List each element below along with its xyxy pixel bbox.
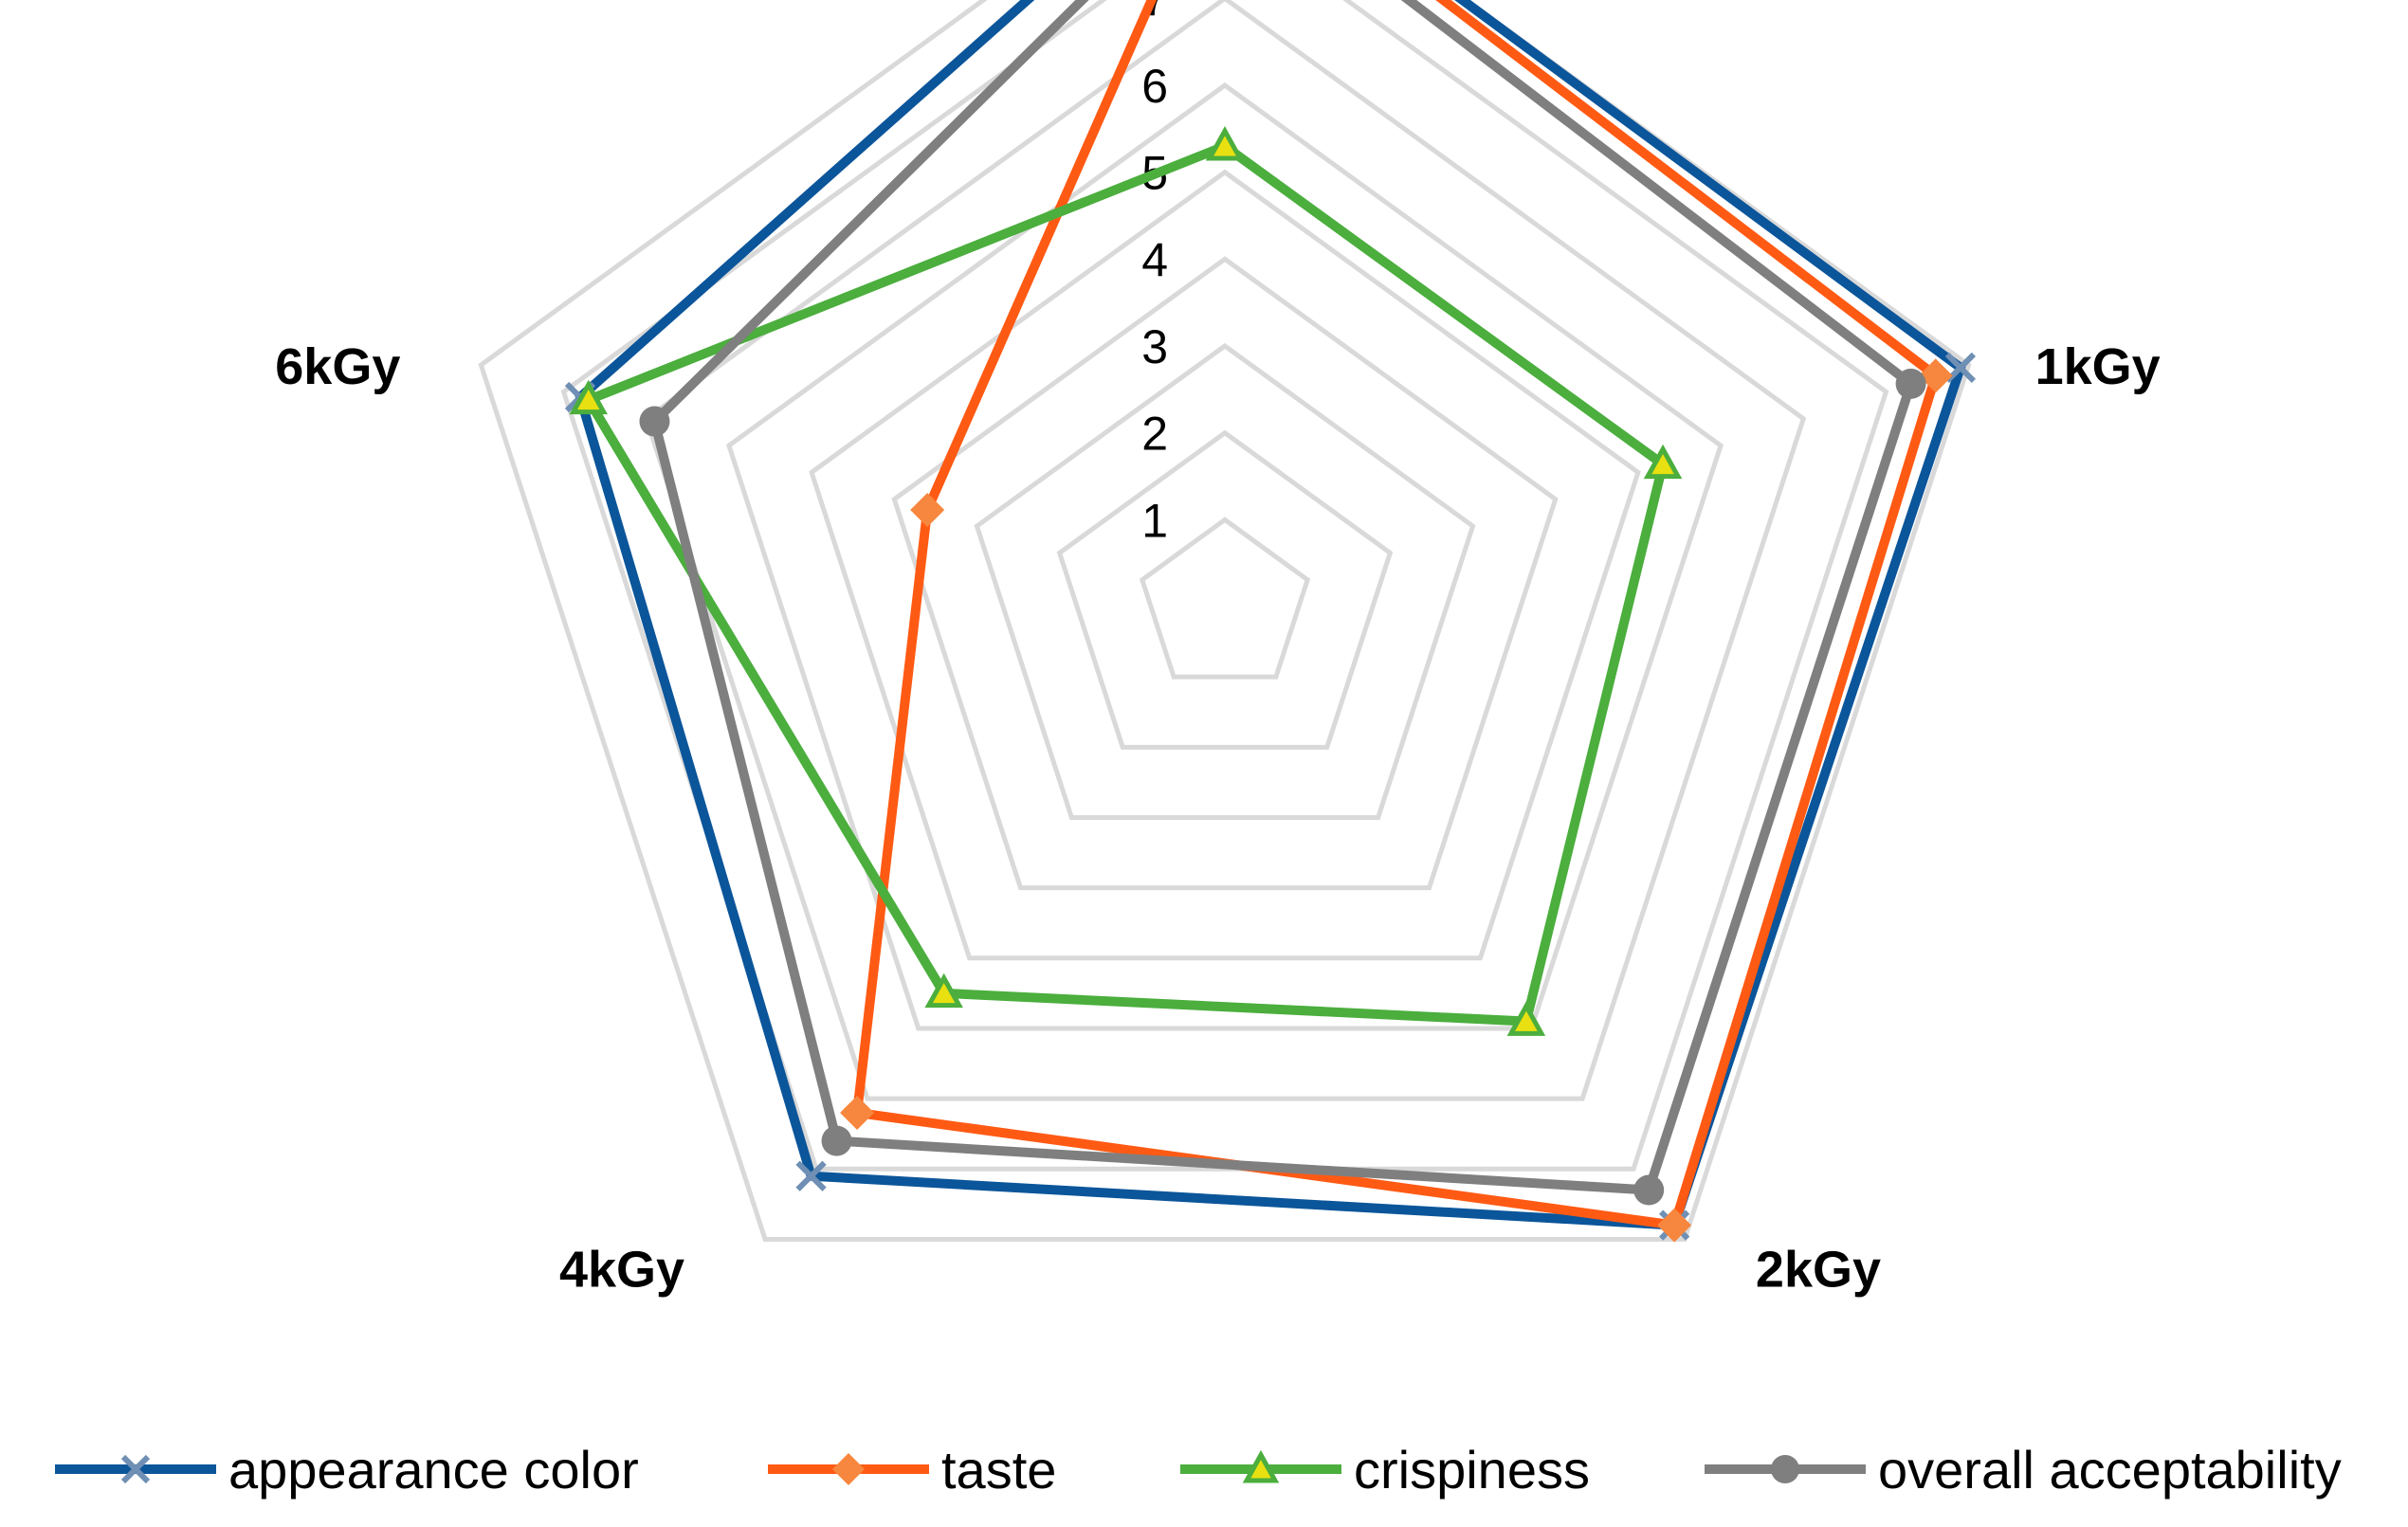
legend-item-appearance-color: appearance color	[55, 1440, 639, 1500]
marker-taste-1kGy	[1918, 358, 1953, 393]
grid-ring-7	[643, 0, 1807, 1101]
marker-appearance-color-4kGy	[795, 1160, 827, 1191]
marker-crispiness-4kGy	[924, 973, 963, 1009]
legend-label-overall-acceptability: overall acceptability	[1878, 1440, 2342, 1500]
legend-marker-crispiness	[1242, 1449, 1280, 1483]
legend-marker-appearance-color	[120, 1454, 151, 1484]
marker-crispiness-1kGy	[1643, 444, 1683, 480]
series-line-taste	[851, 0, 1942, 1231]
marker-overall-acceptability-1kGy	[1895, 368, 1926, 399]
legend-marker-taste	[832, 1453, 865, 1485]
legend-marker-overall-acceptability	[1771, 1455, 1799, 1483]
legend-item-taste: taste	[768, 1440, 1056, 1500]
series-lines	[575, 0, 1966, 1231]
series-line-appearance-color	[575, 0, 1966, 1230]
tick-label-2: 2	[1141, 408, 1168, 461]
grid-ring-9	[478, 0, 1972, 1242]
tick-label-4: 4	[1141, 233, 1168, 286]
marker-crispiness-Blank	[1205, 126, 1245, 161]
tick-label-6: 6	[1141, 60, 1168, 113]
legend-label-taste: taste	[941, 1440, 1056, 1500]
grid-ring-5	[809, 169, 1641, 961]
marker-crispiness-2kGy	[1506, 1001, 1546, 1036]
grid-ring-8	[560, 0, 1889, 1172]
tick-label-3: 3	[1141, 320, 1168, 373]
grid-rings	[478, 0, 1972, 1242]
marker-taste-4kGy	[840, 1095, 875, 1130]
category-label-2kgy: 2kGy	[1756, 1241, 1881, 1298]
marker-overall-acceptability-4kGy	[821, 1125, 852, 1156]
marker-overall-acceptability-2kGy	[1633, 1174, 1665, 1206]
marker-taste-2kGy	[1657, 1208, 1692, 1243]
marker-taste-6kGy	[910, 493, 945, 528]
grid-ring-6	[725, 82, 1724, 1031]
grid-ring-2	[1056, 429, 1394, 750]
legend-item-overall-acceptability: overall acceptability	[1705, 1440, 2342, 1500]
category-label-4kgy: 4kGy	[559, 1241, 684, 1298]
marker-overall-acceptability-6kGy	[639, 406, 670, 437]
legend-label-crispiness: crispiness	[1354, 1440, 1590, 1500]
grid-ring-1	[1139, 517, 1311, 680]
category-label-1kgy: 1kGy	[2035, 338, 2161, 395]
category-label-6kgy: 6kGy	[275, 338, 400, 395]
legend: appearance color taste crispiness overall a…	[55, 1440, 2342, 1500]
series-line-overall-acceptability	[648, 0, 1917, 1195]
legend-label-appearance-color: appearance color	[228, 1440, 639, 1500]
legend-item-crispiness: crispiness	[1180, 1440, 1590, 1500]
marker-crispiness-6kGy	[569, 379, 608, 415]
series-markers	[564, 126, 1977, 1243]
series-line-crispiness	[581, 140, 1669, 1027]
radial-tick-labels: 123456789	[1141, 0, 1168, 547]
tick-label-1: 1	[1141, 494, 1168, 547]
grid-ring-3	[974, 342, 1476, 820]
category-labels: Blank1kGy2kGy4kGy6kGy	[275, 338, 2161, 1298]
